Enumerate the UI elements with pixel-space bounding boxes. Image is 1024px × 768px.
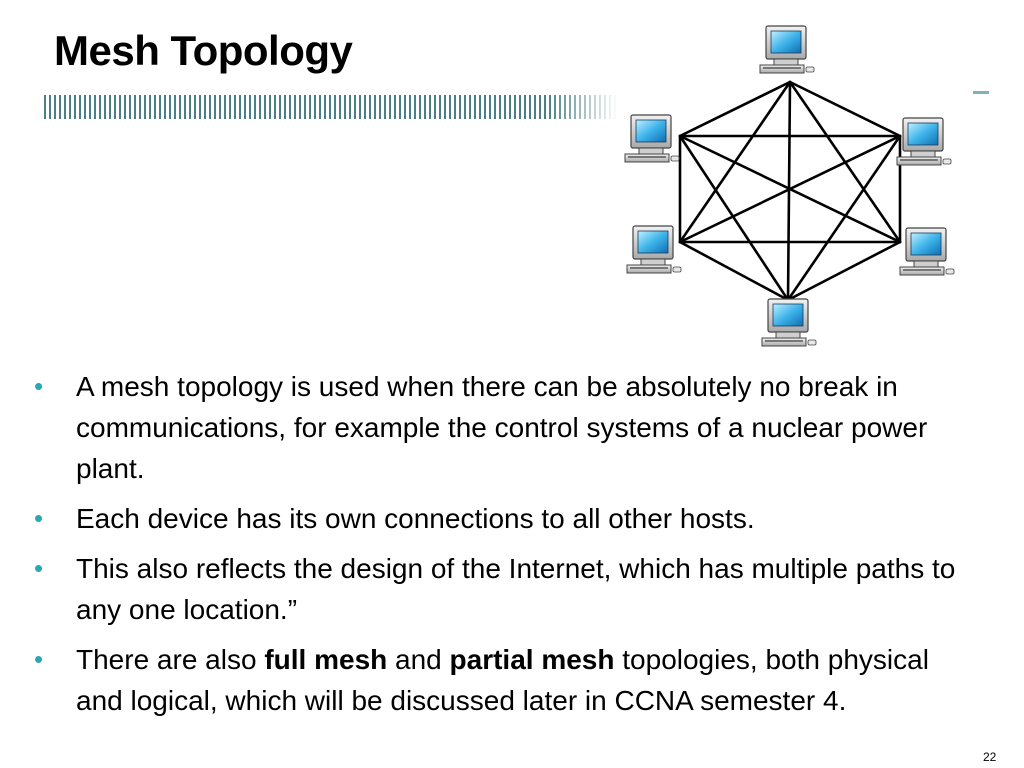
bullet-dot: • — [34, 553, 44, 583]
computer-icon — [899, 227, 955, 276]
link — [786, 134, 902, 302]
bullet-text-part: topologies, both physical and logical, w… — [76, 644, 929, 716]
bullet-text: A mesh topology is used when there can b… — [76, 371, 928, 484]
link — [678, 134, 902, 244]
link — [678, 240, 790, 302]
computer-icon — [759, 25, 815, 74]
computer-icon — [624, 114, 680, 163]
mesh-topology-diagram — [624, 25, 955, 347]
bold-term-partial-mesh: partial mesh — [449, 644, 615, 675]
title-underline-rule — [44, 95, 618, 119]
bullet-item: • This also reflects the design of the I… — [34, 548, 974, 630]
computer-icon — [896, 117, 952, 166]
link — [678, 80, 792, 138]
bullet-item: • Each device has its own connections to… — [34, 498, 974, 539]
slide-title: Mesh Topology — [54, 27, 353, 74]
rule-end-accent — [973, 91, 989, 94]
bullet-list: • A mesh topology is used when there can… — [34, 366, 974, 730]
bullet-text: Each device has its own connections to a… — [76, 503, 755, 534]
page-number: 22 — [983, 750, 997, 764]
bullet-text: There are also full mesh and partial mes… — [76, 644, 929, 716]
bullet-text-part: and — [387, 644, 450, 675]
link — [678, 134, 790, 302]
link — [788, 80, 902, 138]
bullet-text-part: There are also — [76, 644, 265, 675]
bullet-item: • A mesh topology is used when there can… — [34, 366, 974, 489]
bullet-item: • There are also full mesh and partial m… — [34, 639, 974, 721]
computer-icon — [626, 225, 682, 274]
bullet-dot: • — [34, 371, 44, 401]
bullet-text: This also reflects the design of the Int… — [76, 553, 956, 625]
bold-term-full-mesh: full mesh — [264, 644, 388, 675]
link — [786, 80, 792, 302]
computer-icon — [761, 298, 817, 347]
bullet-dot: • — [34, 503, 44, 533]
mesh-links — [678, 80, 902, 302]
link — [786, 240, 902, 302]
bullet-dot: • — [34, 644, 44, 674]
